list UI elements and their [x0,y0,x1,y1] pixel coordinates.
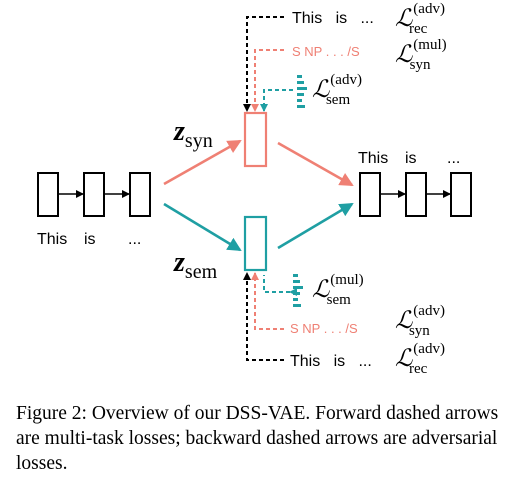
output-word-1: This [358,150,388,167]
input-word-3: ... [128,231,141,248]
input-cell-3 [129,172,151,217]
top-syn-text: S NP . . . /S [292,44,360,59]
z-sem-label: zsem [173,247,218,283]
bottom-syn-adv-dashed-arrow [251,272,284,330]
figure-caption: Figure 2: Overview of our DSS-VAE. Forwa… [16,403,499,474]
input-cell-1 [37,172,59,217]
bottom-rec-adv-dashed-arrow [243,272,284,361]
bottom-syn-loss: ℒ(adv)syn [395,303,445,339]
top-sem-adv-dashed-arrow [260,89,293,112]
bottom-sem-mul-dashed-arrow [263,275,297,296]
semantic-to-decoder-arrow [277,202,354,250]
top-rec-text: This is ... [292,10,374,27]
output-rnn [359,172,472,217]
input-cell-2 [83,172,105,217]
z-syn-label: zsyn [173,116,213,152]
top-rec-adv-dashed-arrow [243,16,284,112]
output-cell-1 [359,172,381,217]
encoder-to-syntax-arrow [163,139,242,186]
output-cell-2 [405,172,427,217]
syntax-latent-box [243,111,268,168]
encoder-to-semantic-arrow [163,202,242,252]
output-word-3: ... [447,150,460,167]
bottom-sem-loss: ℒ(mul)sem [312,272,364,308]
bottom-rec-text: This is ... [290,353,372,370]
syntax-to-decoder-arrow [277,141,354,187]
bottom-syn-text: S NP . . . /S [290,321,358,336]
semantic-latent-box [243,215,268,272]
input-word-1: This [37,231,67,248]
output-cell-3 [450,172,472,217]
input-rnn [37,172,151,217]
top-syn-mul-dashed-arrow [251,49,284,112]
top-syn-loss: ℒ(mul)syn [395,37,447,73]
bottom-distribution-icon [293,274,303,307]
top-distribution-icon [297,75,307,108]
top-rec-loss: ℒ(adv)rec [395,1,445,37]
dss-vae-diagram: This is ... This is ... zsyn zsem This i… [37,1,472,377]
top-sem-loss: ℒ(adv)sem [312,72,362,108]
output-word-2: is [405,150,417,167]
input-word-2: is [84,231,96,248]
bottom-rec-loss: ℒ(adv)rec [395,341,445,377]
